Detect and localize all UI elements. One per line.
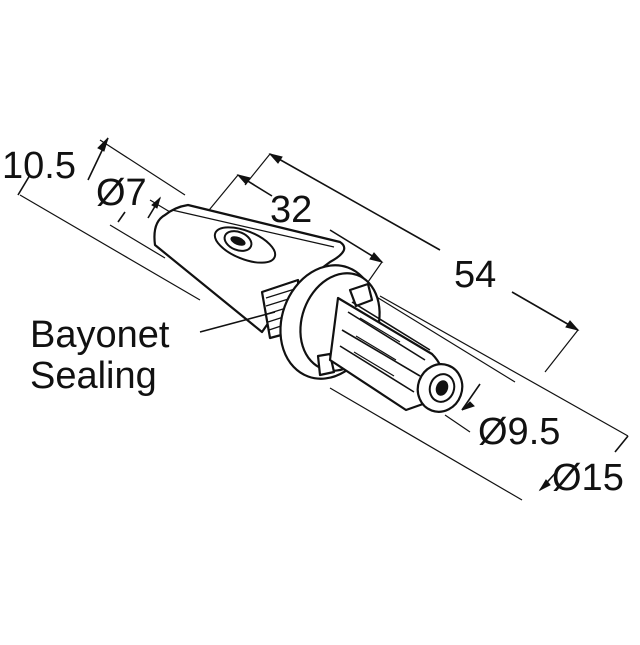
callout-leader [199, 311, 276, 333]
dimension-lines [17, 137, 629, 501]
callout-bayonet-label: Bayonet [30, 314, 170, 356]
connector-body [153, 203, 464, 413]
dim-diameter-7-label: Ø7 [96, 172, 147, 214]
dim-diameter-9-5-label: Ø9.5 [478, 411, 560, 453]
dim-32-label: 32 [270, 189, 312, 231]
callout-sealing-label: Sealing [30, 355, 157, 397]
dim-10-5-label: 10.5 [2, 145, 76, 187]
dim-diameter-15-label: Ø15 [552, 457, 624, 499]
dim-54-label: 54 [454, 254, 496, 296]
